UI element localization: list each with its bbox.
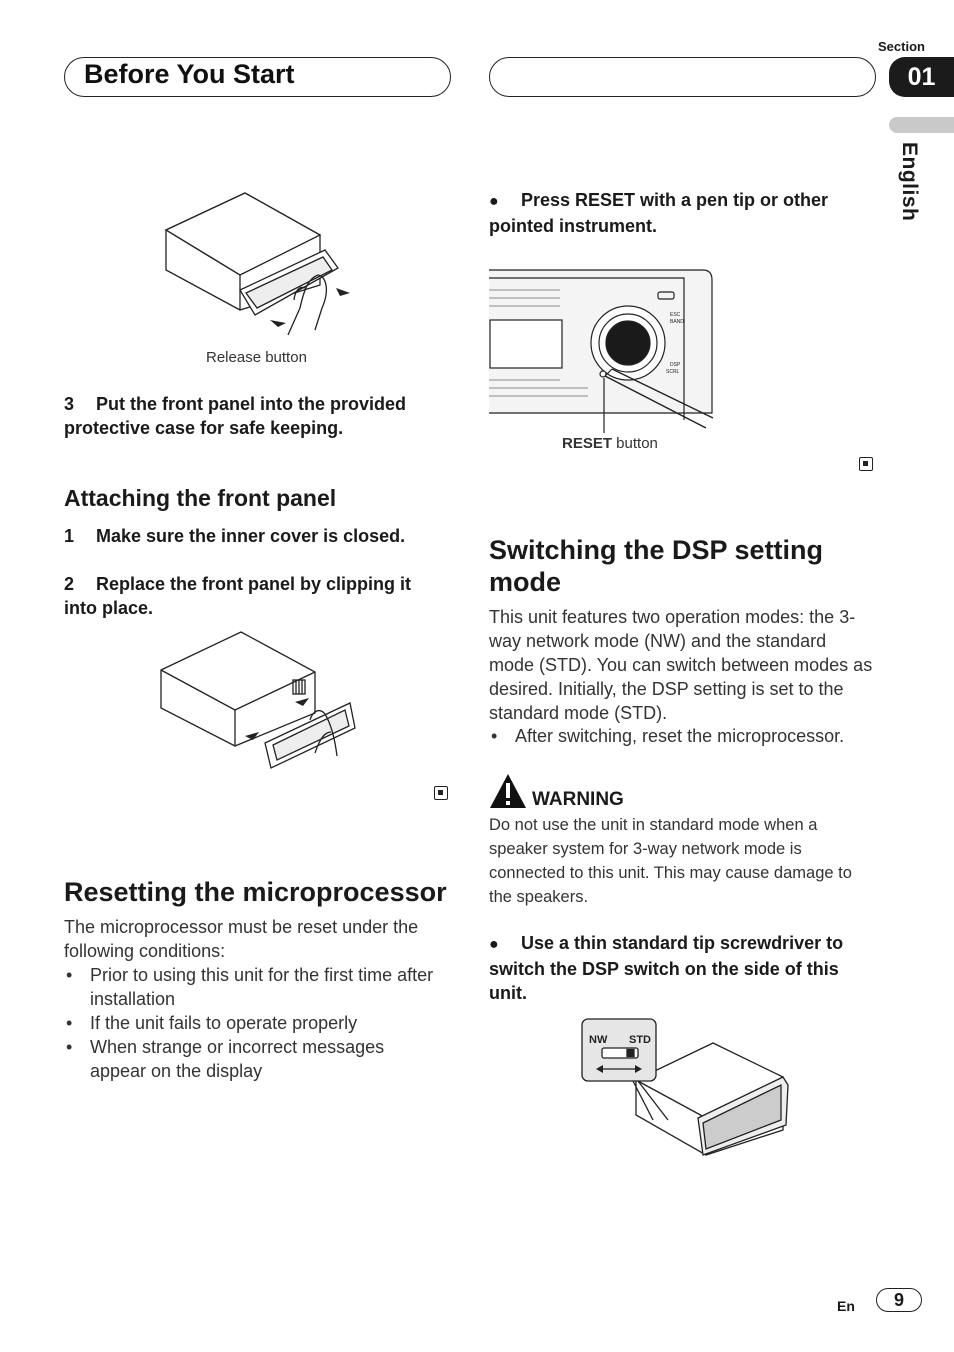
reset-caption-bold: RESET (562, 435, 613, 452)
footer-language: En (837, 1298, 855, 1314)
screwdriver-step: ●Use a thin standard tip screwdriver to … (489, 931, 869, 1005)
language-tab (889, 117, 954, 133)
step-3-number: 3 (64, 394, 75, 414)
warning-icon (490, 774, 526, 808)
screwdriver-step-text: Use a thin standard tip screwdriver to s… (489, 933, 844, 1003)
band-label: BAND (670, 319, 684, 325)
header-left-pill (64, 57, 451, 97)
scrl-label: SCRL (666, 369, 680, 375)
step-2-text: Replace the front panel by clipping it i… (64, 574, 412, 618)
step-1: 1 Make sure the inner cover is closed. (64, 524, 439, 548)
bullet-dot-icon: ● (489, 193, 499, 210)
dsp-bullet-list: After switching, reset the microprocesso… (489, 724, 874, 748)
list-item: When strange or incorrect messages appea… (64, 1035, 439, 1083)
bullet-dot-icon: ● (489, 936, 499, 953)
nw-label: NW (589, 1034, 608, 1046)
list-item: If the unit fails to operate properly (64, 1011, 439, 1035)
reset-intro: The microprocessor must be reset under t… (64, 917, 419, 961)
section-number: 01 (889, 57, 954, 97)
press-reset-text: Press RESET with a pen tip or other poin… (489, 190, 829, 236)
esc-label: ESC (670, 312, 681, 318)
reset-caption-rest: button (612, 435, 658, 452)
language-label: English (898, 142, 921, 222)
list-item: After switching, reset the microprocesso… (489, 724, 874, 748)
attach-panel-illustration (160, 631, 356, 769)
dsp-switch-illustration: NW STD (581, 1018, 789, 1156)
end-mark-right (859, 457, 873, 471)
dsp-body: This unit features two operation modes: … (489, 607, 873, 723)
dsp-heading: Switching the DSP setting mode (489, 535, 824, 597)
warning-title: WARNING (532, 789, 624, 810)
list-item: Prior to using this unit for the first t… (64, 963, 439, 1011)
reset-button-caption: RESET button (562, 435, 658, 452)
header-right-pill (489, 57, 876, 97)
press-reset-step: ●Press RESET with a pen tip or other poi… (489, 188, 869, 238)
page-number: 9 (876, 1288, 922, 1312)
step-3-text: Put the front panel into the provided pr… (64, 394, 406, 438)
page-title: Before You Start (84, 59, 295, 89)
dsp-label: DSP (670, 362, 681, 368)
std-label: STD (629, 1034, 651, 1046)
step-2-number: 2 (64, 574, 75, 594)
section-label: Section (878, 39, 925, 54)
warning-body: Do not use the unit in standard mode whe… (489, 816, 852, 906)
step-1-text: Make sure the inner cover is closed. (96, 526, 406, 546)
step-1-number: 1 (64, 526, 75, 546)
reset-heading: Resetting the microprocessor (64, 877, 447, 907)
attach-heading: Attaching the front panel (64, 485, 337, 511)
release-button-caption: Release button (206, 349, 307, 366)
end-mark-left (434, 786, 448, 800)
release-button-illustration (164, 192, 350, 336)
reset-conditions-list: Prior to using this unit for the first t… (64, 963, 439, 1083)
reset-button-illustration: ESC BAND DSP SCRL (489, 269, 714, 433)
